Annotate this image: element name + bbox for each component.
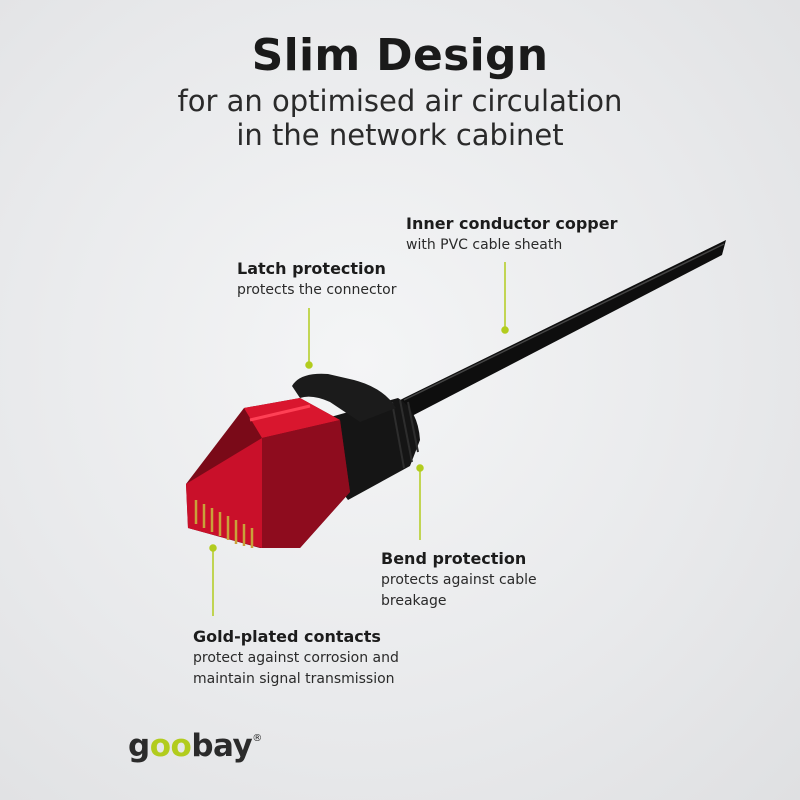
callout-desc: protects the connector xyxy=(237,282,397,298)
logo-part: g xyxy=(128,728,150,764)
callout-desc-line-2: breakage xyxy=(381,593,447,609)
subtitle-line-2: in the network cabinet xyxy=(236,118,564,152)
callout-inner-conductor: Inner conductor copper with PVC cable sh… xyxy=(406,213,617,256)
cable-highlight xyxy=(403,243,725,401)
callout-title: Gold-plated contacts xyxy=(193,627,381,646)
leader-dot-latch xyxy=(305,361,313,369)
leader-dot-bend xyxy=(416,464,424,472)
boot-ribs xyxy=(391,399,419,469)
callout-bend: Bend protection protects against cable b… xyxy=(381,548,537,612)
connector-side xyxy=(262,420,350,548)
cable xyxy=(372,240,726,430)
registered-mark: ® xyxy=(252,732,262,744)
leader-lines xyxy=(209,262,509,616)
callout-latch: Latch protection protects the connector xyxy=(237,258,397,301)
callout-desc-line-1: protects against cable xyxy=(381,572,537,588)
gold-contacts xyxy=(194,500,254,548)
callout-title: Latch protection xyxy=(237,259,386,278)
connector-shine xyxy=(249,404,311,422)
leader-dot-gold xyxy=(209,544,217,552)
leader-dot-inner-conductor xyxy=(501,326,509,334)
logo-accent: oo xyxy=(149,728,192,764)
latch-hood xyxy=(292,373,396,422)
callout-title: Inner conductor copper xyxy=(406,214,618,233)
page-title: Slim Design xyxy=(251,30,549,81)
brand-logo: goobay® xyxy=(128,728,262,764)
connector-top xyxy=(244,398,340,438)
logo-part: bay xyxy=(191,728,253,764)
callout-desc: with PVC cable sheath xyxy=(406,237,563,253)
subtitle-line-1: for an optimised air circulation xyxy=(177,84,623,118)
callout-gold-contacts: Gold-plated contacts protect against cor… xyxy=(193,626,399,690)
callout-desc-line-2: maintain signal transmission xyxy=(193,671,395,687)
callout-title: Bend protection xyxy=(381,549,527,568)
callout-desc-line-1: protect against corrosion and xyxy=(193,650,399,666)
